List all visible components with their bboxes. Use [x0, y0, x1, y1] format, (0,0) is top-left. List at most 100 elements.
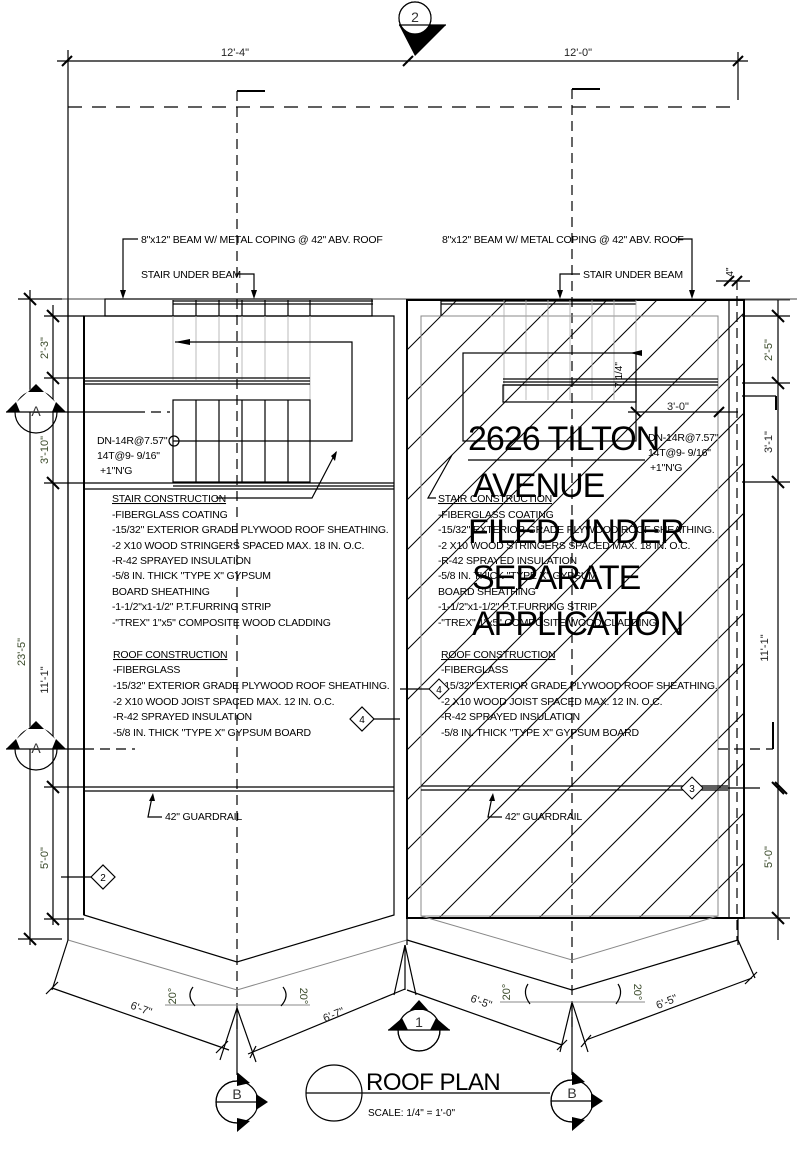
svg-text:8"x12" BEAM W/ METAL COPING @: 8"x12" BEAM W/ METAL COPING @ 42" ABV. R…: [141, 234, 383, 246]
svg-text:5'-0": 5'-0": [763, 846, 775, 868]
hatch-pattern: [407, 300, 744, 918]
svg-text:3: 3: [689, 784, 695, 795]
svg-text:4: 4: [359, 715, 365, 726]
svg-text:6'-5": 6'-5": [654, 993, 679, 1012]
svg-text:3'-1": 3'-1": [763, 431, 775, 453]
svg-text:42" GUARDRAIL: 42" GUARDRAIL: [505, 811, 582, 823]
right-dimension-chain: 2'-5" 3'-1" 11'-1" 5'-0" 4" 3'-0" 7 1/4": [614, 267, 790, 940]
svg-text:-1-1/2"x1-1/2" P.T.FURRING STR: -1-1/2"x1-1/2" P.T.FURRING STRIP: [438, 601, 597, 613]
svg-text:-2 X10 WOOD STRINGERS SPACED: -2 X10 WOOD STRINGERS SPACED MAX. 18 IN.…: [438, 540, 690, 552]
svg-text:42" GUARDRAIL: 42" GUARDRAIL: [165, 811, 242, 823]
svg-text:-15/32" EXTERIOR GRADE PLYWO: -15/32" EXTERIOR GRADE PLYWOOD ROOF SHEA…: [438, 524, 715, 536]
svg-text:-5/8 IN. THICK "TYPE X" GYPSU: -5/8 IN. THICK "TYPE X" GYPSUM: [112, 570, 271, 582]
dimension-top-right: 12'-0": [564, 47, 592, 59]
roof-construction-notes-left: ROOF CONSTRUCTION -FIBERGLASS -15/32" EX…: [113, 649, 390, 739]
svg-text:-5/8 IN. THICK "TYPE X" GYPSU: -5/8 IN. THICK "TYPE X" GYPSUM BOARD: [441, 727, 639, 739]
svg-text:11'-1": 11'-1": [759, 634, 771, 661]
svg-text:2'-3": 2'-3": [39, 337, 51, 359]
svg-text:20°: 20°: [297, 988, 309, 1005]
svg-text:-15/32" EXTERIOR GRADE PLYWO: -15/32" EXTERIOR GRADE PLYWOOD ROOF SHEA…: [113, 680, 390, 692]
drawing-title: ROOF PLAN: [366, 1069, 500, 1096]
callout-guardrail-left: 42" GUARDRAIL: [147, 793, 243, 823]
section-marker-b-right: B: [550, 1071, 603, 1131]
svg-text:2626 TILTON: 2626 TILTON: [468, 420, 659, 458]
svg-text:-"TREX" 1"x5" COMPOSITE WOOD C: -"TREX" 1"x5" COMPOSITE WOOD CLADDING: [438, 617, 657, 629]
svg-text:-2 X10 WOOD JOIST SPACED MAX.: -2 X10 WOOD JOIST SPACED MAX. 12 IN. O.C…: [113, 696, 334, 708]
drawing-scale: SCALE: 1/4" = 1'-0": [368, 1108, 456, 1119]
section-marker-a-upper: A: [6, 384, 170, 434]
svg-text:-FIBERGLASS: -FIBERGLASS: [441, 664, 508, 676]
bottom-dimensions: 6'-7" 6'-7" 20° 20° 6'-5" 6'-5" 20° 20°: [45, 939, 758, 1075]
section-marker-label: 2: [411, 9, 419, 25]
svg-text:A: A: [31, 740, 41, 756]
svg-text:STAIR CONSTRUCTION: STAIR CONSTRUCTION: [438, 493, 552, 505]
svg-text:AVENUE: AVENUE: [473, 467, 605, 505]
svg-text:-1-1/2"x1-1/2" P.T.FURRING STR: -1-1/2"x1-1/2" P.T.FURRING STRIP: [112, 601, 271, 613]
svg-text:+1"N'G: +1"N'G: [100, 465, 132, 477]
svg-text:APPLICATION: APPLICATION: [472, 605, 683, 643]
svg-text:-R-42 SPRAYED INSULATION: -R-42 SPRAYED INSULATION: [113, 711, 252, 723]
svg-text:B: B: [567, 1085, 576, 1101]
svg-text:STAIR CONSTRUCTION: STAIR CONSTRUCTION: [112, 493, 226, 505]
filed-separately-overlay: 2626 TILTON AVENUE FILED UNDER SEPARATE …: [468, 420, 685, 643]
svg-text:-FIBERGLASS: -FIBERGLASS: [113, 664, 180, 676]
detail-tag-4-left: 4: [349, 706, 400, 732]
svg-text:20°: 20°: [501, 984, 513, 1001]
svg-text:BOARD SHEATHING: BOARD SHEATHING: [438, 586, 536, 598]
section-marker-a-lower: A: [6, 721, 135, 771]
dimension-top-left: 12'-4": [221, 47, 249, 59]
stair-note-left: DN-14R@7.57" 14T@9- 9/16" +1"N'G: [97, 435, 168, 477]
callout-guardrail-right: 42" GUARDRAIL: [487, 793, 583, 823]
svg-text:FILED UNDER: FILED UNDER: [468, 513, 684, 551]
detail-tag-2: 2: [61, 864, 116, 890]
callout-stair-under-beam-right: STAIR UNDER BEAM: [557, 269, 683, 299]
svg-text:B: B: [232, 1086, 241, 1102]
svg-text:DN-14R@7.57": DN-14R@7.57": [648, 432, 719, 444]
svg-text:23'-5": 23'-5": [16, 638, 28, 666]
svg-text:2: 2: [100, 873, 106, 884]
roof-construction-notes-right: ROOF CONSTRUCTION -FIBERGLASS -15/32" EX…: [441, 649, 718, 739]
section-marker-2: 2: [398, 1, 446, 56]
svg-text:8"x12" BEAM W/ METAL COPING @: 8"x12" BEAM W/ METAL COPING @ 42" ABV. R…: [442, 234, 684, 246]
left-dimension-chain: 2'-3" 3'-10" 23'-5" 11'-1" 5'-0": [16, 290, 84, 946]
svg-text:11'-1": 11'-1": [39, 666, 51, 693]
svg-text:-FIBERGLASS COATING: -FIBERGLASS COATING: [112, 509, 228, 521]
stair-left: [84, 300, 394, 490]
svg-text:A: A: [31, 403, 41, 419]
svg-text:SEPARATE: SEPARATE: [472, 559, 641, 597]
svg-text:6'-5": 6'-5": [469, 993, 494, 1012]
section-marker-b-left: B: [215, 1072, 268, 1132]
svg-text:14T@9- 9/16": 14T@9- 9/16": [97, 450, 160, 462]
left-unit-outline: [83, 315, 395, 963]
svg-text:DN-14R@7.57": DN-14R@7.57": [97, 435, 168, 447]
svg-text:20°: 20°: [167, 988, 179, 1005]
callout-stair-under-beam-left: STAIR UNDER BEAM: [141, 269, 257, 299]
stair-note-right: DN-14R@7.57" 14T@9- 9/16" +1"N'G: [648, 432, 719, 474]
svg-text:7 1/4": 7 1/4": [614, 362, 625, 388]
svg-text:-15/32" EXTERIOR GRADE PLYWO: -15/32" EXTERIOR GRADE PLYWOOD ROOF SHEA…: [112, 524, 389, 536]
svg-text:3'-0": 3'-0": [667, 401, 689, 413]
callout-beam-left: 8"x12" BEAM W/ METAL COPING @ 42" ABV. R…: [120, 234, 383, 299]
svg-text:2'-5": 2'-5": [763, 339, 775, 361]
svg-text:STAIR UNDER BEAM: STAIR UNDER BEAM: [141, 269, 241, 281]
svg-text:20°: 20°: [631, 984, 643, 1001]
svg-text:BOARD SHEATHING: BOARD SHEATHING: [112, 586, 210, 598]
section-marker-1: 1: [388, 1000, 450, 1052]
svg-text:-15/32" EXTERIOR GRADE PLYWO: -15/32" EXTERIOR GRADE PLYWOOD ROOF SHEA…: [441, 680, 718, 692]
svg-text:6'-7": 6'-7": [321, 1006, 346, 1025]
svg-text:3'-10": 3'-10": [39, 436, 51, 464]
svg-text:1: 1: [415, 1014, 423, 1030]
svg-text:-R-42 SPRAYED INSULATION: -R-42 SPRAYED INSULATION: [441, 711, 580, 723]
svg-text:-R-42 SPRAYED INSULATION: -R-42 SPRAYED INSULATION: [112, 555, 251, 567]
svg-text:14T@9- 9/16": 14T@9- 9/16": [648, 447, 711, 459]
svg-text:STAIR UNDER BEAM: STAIR UNDER BEAM: [583, 269, 683, 281]
detail-tag-3: 3: [680, 776, 760, 800]
svg-text:4: 4: [436, 685, 442, 696]
detail-tag-4-right: 4: [400, 678, 450, 700]
svg-text:-FIBERGLASS COATING: -FIBERGLASS COATING: [438, 509, 554, 521]
svg-text:-"TREX" 1"x5" COMPOSITE WOOD C: -"TREX" 1"x5" COMPOSITE WOOD CLADDING: [112, 617, 331, 629]
callout-beam-right: 8"x12" BEAM W/ METAL COPING @ 42" ABV. R…: [442, 234, 695, 299]
svg-text:-2 X10 WOOD STRINGERS SPACED: -2 X10 WOOD STRINGERS SPACED MAX. 18 IN.…: [112, 540, 364, 552]
svg-text:-5/8 IN. THICK "TYPE X" GYPSU: -5/8 IN. THICK "TYPE X" GYPSUM: [438, 570, 597, 582]
